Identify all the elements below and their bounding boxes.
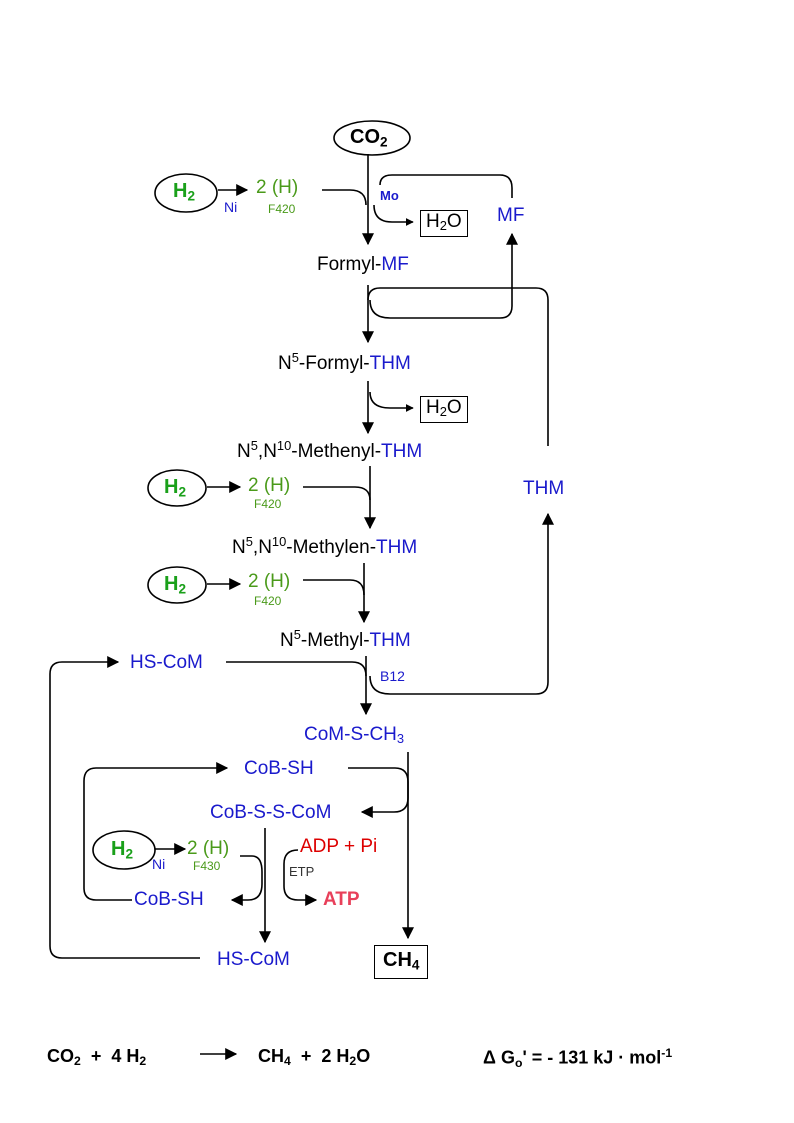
two-h-label-1: 2 (H) <box>256 177 299 198</box>
h2-label-3: H2 <box>164 573 187 597</box>
equation-reactants: CO2 + 4 H2 <box>47 1046 147 1069</box>
b12-label: B12 <box>380 668 405 684</box>
methenyl-thm-label: N5,N10-Methenyl-THM <box>237 438 423 463</box>
h2-label-4: H2 <box>111 838 134 862</box>
co2-ellipse <box>333 120 411 156</box>
arrow-cobsh-loop <box>83 762 229 901</box>
arrow-hscom-loop <box>49 656 200 959</box>
hs-com-top-label: HS-CoM <box>130 652 203 673</box>
equation-delta-g: Δ Go' = - 131 kJ · mol-1 <box>483 1046 673 1070</box>
ni-label-1: Ni <box>224 199 238 215</box>
h2-label-2: H2 <box>164 476 187 500</box>
two-h-label-2: 2 (H) <box>248 475 291 496</box>
etp-label: ETP <box>289 864 315 879</box>
adp-pi-label: ADP + Pi <box>300 836 378 857</box>
h2-ellipse-2 <box>147 469 207 507</box>
h2-ellipse-3 <box>147 566 207 604</box>
h2-label-1: H2 <box>173 180 196 204</box>
equation-products: CH4 + 2 H2O <box>258 1046 371 1069</box>
thm-right-label: THM <box>523 478 565 499</box>
mo-label: Mo <box>380 188 399 203</box>
methylen-thm-label: N5,N10-Methylen-THM <box>232 534 418 559</box>
cob-sh-top-label: CoB-SH <box>244 758 314 779</box>
methyl-thm-label: N5-Methyl-THM <box>280 627 411 652</box>
h2-ellipse-1 <box>154 173 218 213</box>
h2o-box-2: H2O <box>420 396 468 424</box>
ch4-box: CH4 <box>374 945 429 979</box>
com-s-ch3-label: CoM-S-CH3 <box>304 724 405 747</box>
arrow-mf-loop <box>379 174 513 198</box>
f420-label-3: F420 <box>254 594 282 608</box>
formyl-mf-label: Formyl-MF <box>317 254 409 275</box>
h2-ellipse-4 <box>92 830 156 870</box>
f420-label-2: F420 <box>254 497 282 511</box>
hs-com-bottom-label: HS-CoM <box>217 949 290 970</box>
two-h-label-4: 2 (H) <box>187 838 230 859</box>
two-h-label-3: 2 (H) <box>248 571 291 592</box>
f420-label-1: F420 <box>268 202 296 216</box>
f430-label: F430 <box>193 859 221 873</box>
arrow-adp-atp <box>283 849 318 906</box>
cob-sh-bottom-label: CoB-SH <box>134 889 204 910</box>
ni-label-2: Ni <box>152 856 166 872</box>
h2o-box-1: H2O <box>420 210 468 238</box>
co2-label: CO2 <box>350 126 388 150</box>
arrow-thm-return <box>369 512 554 695</box>
atp-label: ATP <box>323 889 360 910</box>
n5-formyl-thm-label: N5-Formyl-THM <box>278 350 411 375</box>
cob-s-s-com-label: CoB-S-S-CoM <box>210 802 332 823</box>
mf-label: MF <box>497 205 525 226</box>
